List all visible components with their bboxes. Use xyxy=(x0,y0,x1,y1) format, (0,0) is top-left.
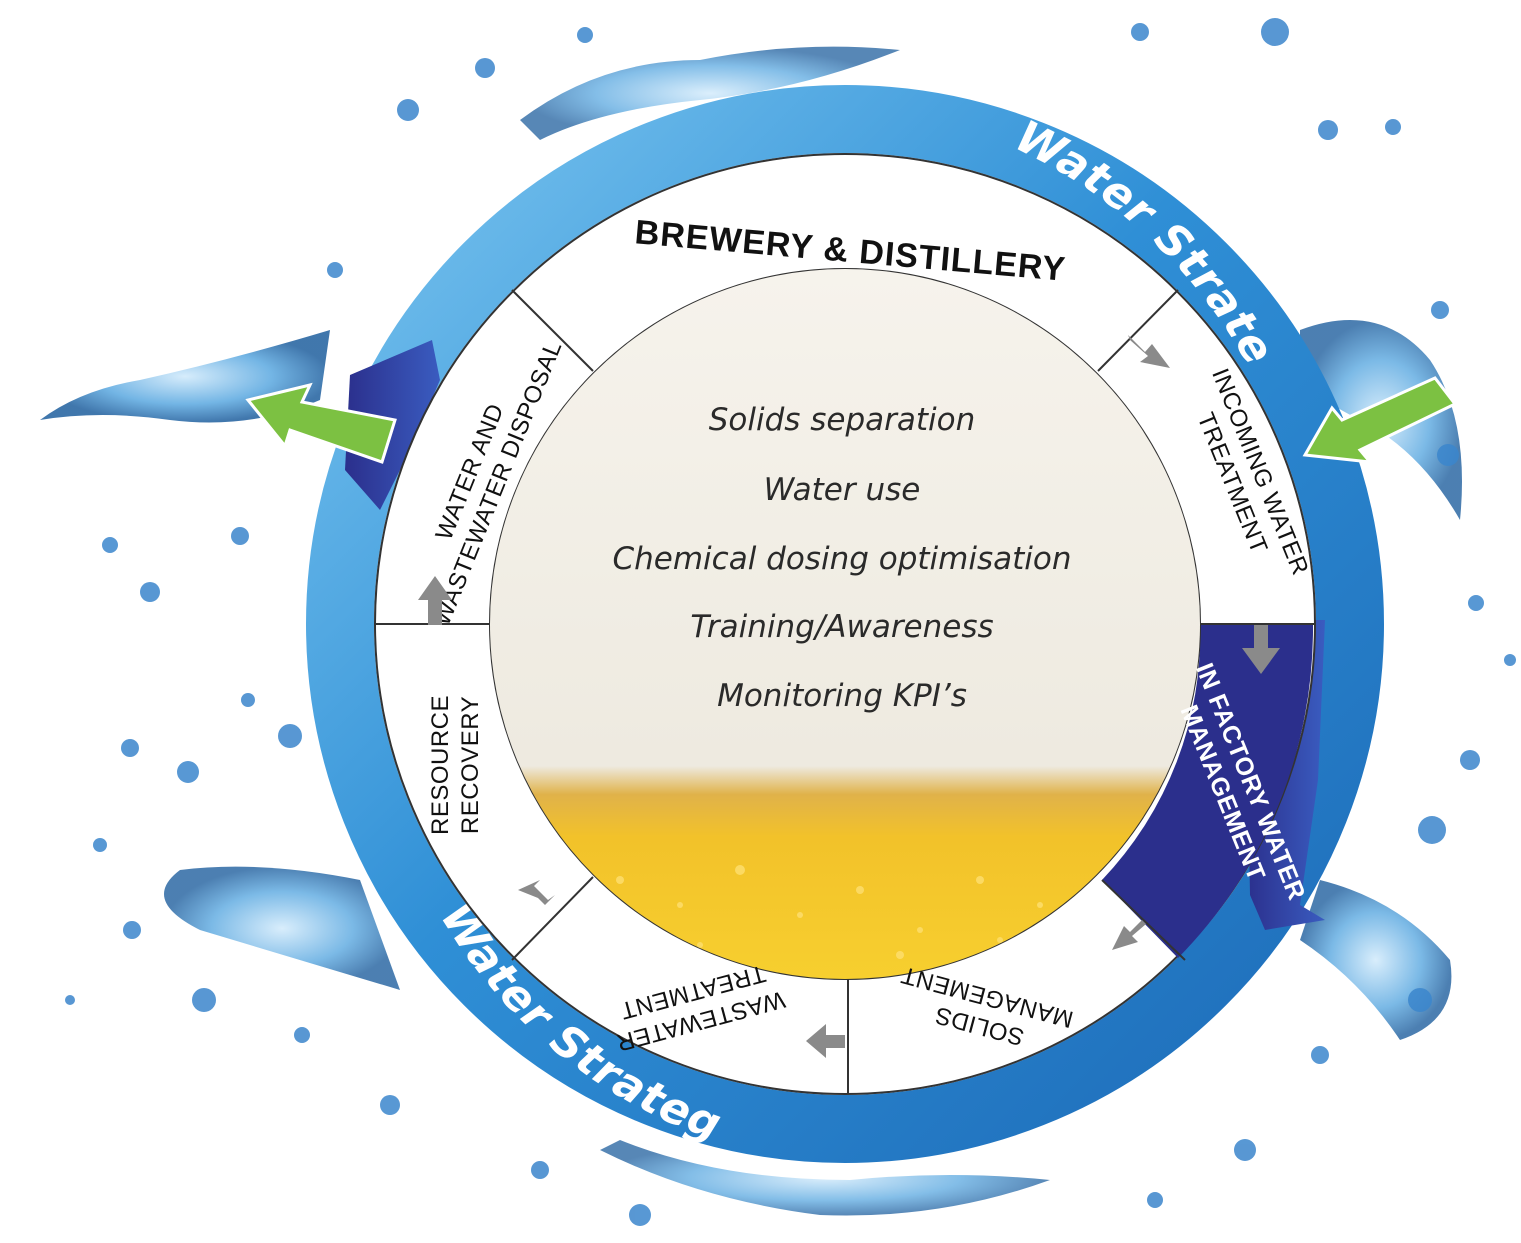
green-outflow-arrow-icon xyxy=(245,382,397,464)
grey-flow-arrow-icon xyxy=(1112,920,1146,950)
grey-flow-arrows xyxy=(418,335,1280,1058)
center-item: Solids separation xyxy=(709,402,976,438)
center-panel: Solids separation Water use Chemical dos… xyxy=(490,269,1200,979)
segment-label-line: RESOURCE xyxy=(427,695,454,835)
grey-flow-arrow-icon xyxy=(418,576,452,625)
grey-flow-arrow-icon xyxy=(518,880,555,905)
grey-flow-arrow-icon xyxy=(1242,625,1280,674)
center-item: Chemical dosing optimisation xyxy=(612,541,1071,577)
segment-label-line: RECOVERY xyxy=(457,696,484,834)
center-item: Monitoring KPI’s xyxy=(717,678,967,714)
center-item: Training/Awareness xyxy=(690,609,993,645)
grey-flow-arrow-icon xyxy=(806,1024,845,1058)
segment-resource: RESOURCE RECOVERY xyxy=(427,695,484,835)
center-item: Water use xyxy=(764,472,921,508)
grey-flow-arrow-icon xyxy=(1128,335,1170,368)
green-inflow-arrow-icon xyxy=(1302,376,1458,464)
